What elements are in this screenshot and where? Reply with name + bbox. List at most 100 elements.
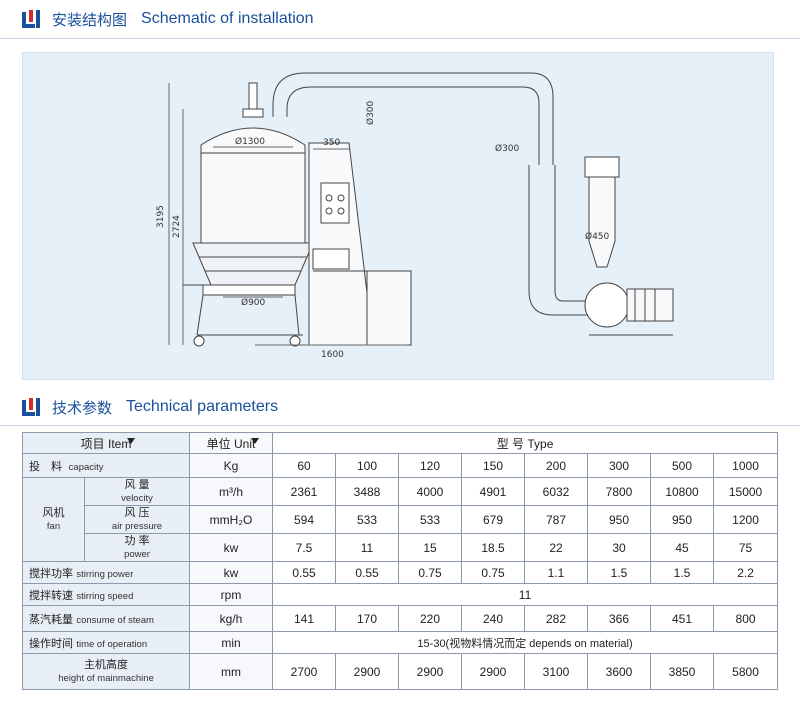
- brand-logo-icon: [22, 10, 40, 28]
- dim-pipe-dia: Ø300: [495, 143, 520, 154]
- value-cell: 10800: [650, 477, 714, 506]
- type-cell: 500: [650, 453, 714, 478]
- value-cell: 0.55: [335, 561, 399, 584]
- dim-tank-dia: Ø1300: [235, 136, 265, 147]
- value-cell: 7800: [587, 477, 651, 506]
- type-cell: 1000: [712, 453, 779, 478]
- value-cell: 4000: [398, 477, 462, 506]
- params-title-cn: 技术参数: [52, 398, 113, 417]
- unit-header: 单位 Unit: [189, 432, 273, 454]
- value-cell: 3488: [335, 477, 399, 506]
- value-cell: 1200: [712, 505, 779, 534]
- value-cell: 2700: [272, 653, 336, 690]
- value-cell: 18.5: [461, 533, 525, 562]
- value-cell: 2900: [335, 653, 399, 690]
- value-cell: 0.75: [461, 561, 525, 584]
- stirring-power-unit: kw: [189, 561, 273, 584]
- value-cell: 7.5: [272, 533, 336, 562]
- value-cell: 950: [587, 505, 651, 534]
- dim-2724: 2724: [172, 215, 182, 238]
- value-cell: 594: [272, 505, 336, 534]
- params-heading: 技术参数 Technical parameters: [22, 396, 278, 418]
- capacity-unit: Kg: [189, 453, 273, 478]
- value-cell: 2900: [461, 653, 525, 690]
- value-cell: 240: [461, 605, 525, 632]
- operation-time-unit: min: [189, 631, 273, 654]
- value-cell: 15000: [712, 477, 779, 506]
- value-cell: 4901: [461, 477, 525, 506]
- install-title-cn: 安装结构图: [52, 10, 128, 29]
- type-cell: 300: [587, 453, 651, 478]
- value-cell: 1.1: [524, 561, 588, 584]
- value-cell: 2.2: [712, 561, 779, 584]
- item-header: 项目 Item: [22, 432, 190, 454]
- value-cell: 30: [587, 533, 651, 562]
- value-cell: 366: [587, 605, 651, 632]
- value-cell: 3850: [650, 653, 714, 690]
- stirring-speed-label: 搅拌转速 stirring speed: [22, 583, 190, 606]
- divider: [0, 38, 800, 39]
- table-row-stirring-power: 搅拌功率 stirring power kw 0.55 0.55 0.75 0.…: [22, 561, 779, 584]
- table-row-steam: 蒸汽耗量 consume of steam kg/h 141 170 220 2…: [22, 605, 779, 632]
- type-header: 型 号 Type: [271, 432, 779, 454]
- installation-schematic: 3195 2724 Ø1300 350 Ø300 Ø300 Ø450 Ø900 …: [22, 52, 774, 380]
- operation-time-label: 操作时间 time of operation: [22, 631, 190, 654]
- value-cell: 1.5: [587, 561, 651, 584]
- value-cell: 533: [398, 505, 462, 534]
- brand-logo-icon: [22, 398, 40, 416]
- stirring-speed-value: 11: [271, 583, 779, 606]
- value-cell: 220: [398, 605, 462, 632]
- dim-duct-dia: Ø300: [365, 100, 376, 125]
- value-cell: 679: [461, 505, 525, 534]
- value-cell: 282: [524, 605, 588, 632]
- value-cell: 533: [335, 505, 399, 534]
- value-cell: 787: [524, 505, 588, 534]
- steam-unit: kg/h: [189, 605, 273, 632]
- value-cell: 2361: [272, 477, 336, 506]
- value-cell: 141: [272, 605, 336, 632]
- value-cell: 451: [650, 605, 714, 632]
- value-cell: 0.55: [272, 561, 336, 584]
- steam-label: 蒸汽耗量 consume of steam: [22, 605, 190, 632]
- install-title-en: Schematic of installation: [141, 10, 314, 27]
- table-header-row: 项目 Item 单位 Unit 型 号 Type: [22, 432, 779, 454]
- value-cell: 3600: [587, 653, 651, 690]
- type-cell: 200: [524, 453, 588, 478]
- dim-1600: 1600: [321, 350, 344, 360]
- dim-bowl-dia: Ø900: [241, 297, 266, 308]
- type-cell: 60: [272, 453, 336, 478]
- capacity-label: 投 料 capacity: [22, 453, 190, 478]
- type-cell: 150: [461, 453, 525, 478]
- table-row-operation-time: 操作时间 time of operation min 15-30(视物料情况而定…: [22, 631, 779, 654]
- value-cell: 45: [650, 533, 714, 562]
- dim-3195: 3195: [156, 205, 166, 228]
- value-cell: 22: [524, 533, 588, 562]
- table-row-capacity: 投 料 capacity Kg 60 100 120 150 200 300 5…: [22, 453, 779, 478]
- velocity-unit: m³/h: [189, 477, 273, 506]
- params-title-en: Technical parameters: [126, 398, 279, 415]
- value-cell: 0.75: [398, 561, 462, 584]
- technical-parameters-table: 项目 Item 单位 Unit 型 号 Type 投 料 capacity Kg…: [22, 432, 779, 690]
- install-heading: 安装结构图 Schematic of installation: [22, 8, 314, 30]
- type-cell: 120: [398, 453, 462, 478]
- operation-time-value: 15-30(视物料情况而定 depends on material): [271, 631, 779, 654]
- air-pressure-unit: mmH₂O: [189, 505, 273, 534]
- type-cell: 100: [335, 453, 399, 478]
- stirring-speed-unit: rpm: [189, 583, 273, 606]
- value-cell: 75: [712, 533, 779, 562]
- value-cell: 3100: [524, 653, 588, 690]
- value-cell: 5800: [712, 653, 779, 690]
- table-row-stirring-speed: 搅拌转速 stirring speed rpm 11: [22, 583, 779, 606]
- value-cell: 800: [712, 605, 779, 632]
- height-unit: mm: [189, 653, 273, 690]
- dim-350: 350: [323, 138, 340, 148]
- value-cell: 6032: [524, 477, 588, 506]
